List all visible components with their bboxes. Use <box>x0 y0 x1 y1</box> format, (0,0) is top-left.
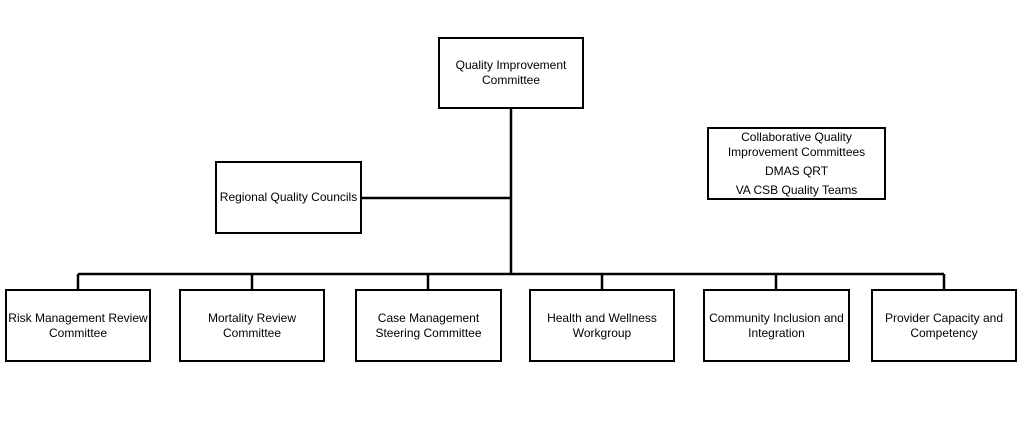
node-label-line: Competency <box>910 325 978 340</box>
node-label-line: Risk Management Review <box>8 310 148 325</box>
node-label-line: Improvement Committees <box>727 144 866 159</box>
node-label-line: Mortality Review <box>207 310 297 325</box>
node-label-line: Community Inclusion and <box>709 310 844 325</box>
node-label-line: Collaborative Quality <box>741 129 852 144</box>
provider-capacity-node: Provider Capacity and Competency <box>871 289 1017 362</box>
community-inclusion-node: Community Inclusion and Integration <box>703 289 850 362</box>
health-and-wellness-node: Health and Wellness Workgroup <box>529 289 675 362</box>
case-management-steering-node: Case Management Steering Committee <box>355 289 502 362</box>
node-label-line: Committee <box>48 325 107 340</box>
node-label-line: Steering Committee <box>375 325 482 340</box>
node-label-line: Health and Wellness <box>547 310 657 325</box>
collaborative-quality-node: Collaborative Quality Improvement Commit… <box>707 127 886 200</box>
node-label-line: Workgroup <box>572 325 632 340</box>
quality-improvement-committee-node: Quality Improvement Committee <box>438 37 584 109</box>
node-label-line: Committee <box>481 73 540 87</box>
node-label-line: VA CSB Quality Teams <box>735 182 858 197</box>
mortality-review-node: Mortality Review Committee <box>179 289 325 362</box>
node-label-line: Provider Capacity and <box>884 310 1004 325</box>
node-label-line: DMAS QRT <box>764 163 829 178</box>
node-label: Regional Quality Councils <box>219 190 358 204</box>
node-label-line: Integration <box>748 325 805 340</box>
node-label-line: Case Management <box>377 310 480 325</box>
risk-management-review-node: Risk Management Review Committee <box>5 289 151 362</box>
node-label-line: Quality Improvement <box>455 58 567 72</box>
node-label-line: Committee <box>222 325 281 340</box>
regional-quality-councils-node: Regional Quality Councils <box>215 161 362 234</box>
